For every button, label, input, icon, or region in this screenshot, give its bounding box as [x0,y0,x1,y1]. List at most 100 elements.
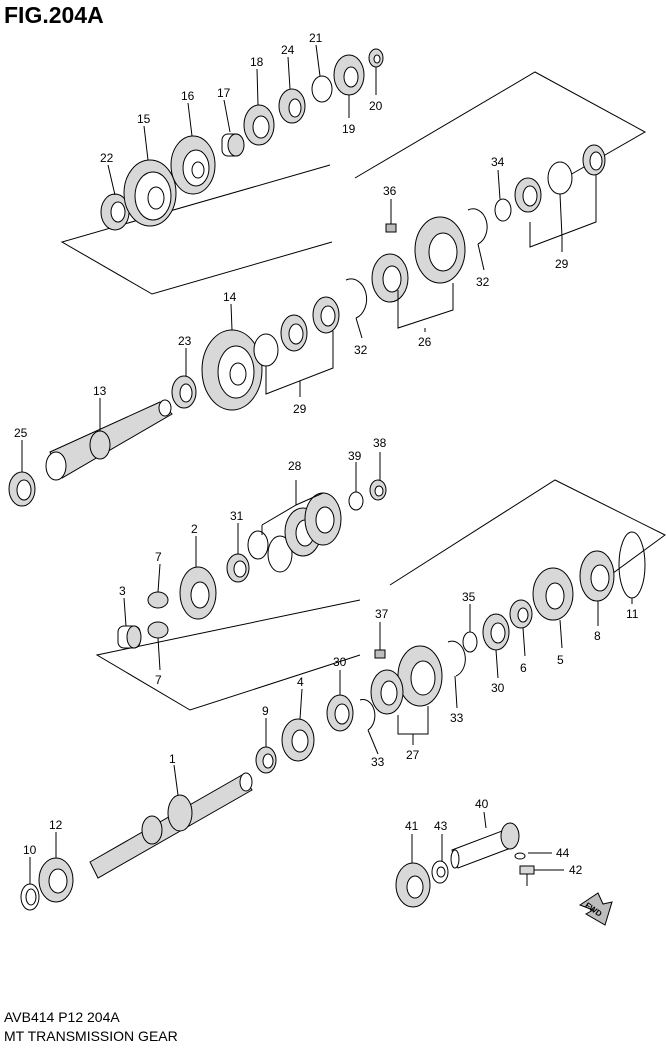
part-4-gear [281,718,315,762]
part-38-nut [369,479,387,501]
part-44-washer [514,852,526,860]
part-label: 43 [434,819,448,833]
part-13-countershaft [45,399,173,481]
part-label: 7 [155,673,162,687]
part-label: 30 [333,655,347,669]
part-31-ring [226,553,250,583]
part-label: 11 [626,607,639,621]
part-23-bearing [171,375,197,409]
part-label: 29 [555,257,569,271]
part-label: 14 [223,290,237,304]
part-9-bearing [255,746,277,774]
part-label: 21 [309,31,323,45]
part-6-bearing [509,599,533,629]
part-22-bearing [100,193,130,231]
part-label: 29 [293,402,307,416]
part-42-bolt [519,865,535,886]
figure-caption: MT TRANSMISSION GEAR [4,1028,178,1044]
part-label: 23 [178,334,192,348]
lower-frame-right [389,479,666,591]
part-label: 16 [181,89,195,103]
part-label: 20 [369,99,383,113]
part-label: 24 [281,43,295,57]
part-17-sleeve [221,133,245,157]
part-label: 7 [155,550,162,564]
part-29-synchro-set-upper [514,144,606,213]
part-25-bearing [8,471,36,507]
part-label: 18 [250,55,264,69]
part-40-idler-shaft [450,822,520,869]
part-label: 8 [594,629,601,643]
part-34-ring [494,198,512,222]
part-43-washer [431,860,449,884]
part-label: 41 [405,819,419,833]
upper-frame [60,164,333,295]
part-33-snap-ring [359,640,466,731]
part-label: 19 [342,122,356,136]
part-1-mainshaft [89,772,253,879]
part-label: 30 [491,681,505,695]
part-label: 39 [348,449,362,463]
figure-title: FIG.204A [4,2,104,28]
part-label: 34 [491,155,505,169]
part-label: 6 [520,661,527,675]
part-label: 10 [23,843,37,857]
part-label: 32 [354,343,368,357]
part-label: 33 [450,711,464,725]
part-41-reverse-idler-gear [395,862,431,908]
part-label: 15 [137,112,151,126]
part-label: 26 [418,335,432,349]
part-5-gear [532,567,574,621]
part-7-needle-bearing [147,591,169,639]
part-label: 37 [375,607,389,621]
part-label: 28 [288,459,302,473]
part-label: 12 [49,818,63,832]
part-12-bearing [38,857,74,903]
leader-lines [21,44,633,884]
part-label: 40 [475,797,489,811]
part-label: 36 [383,184,397,198]
lower-frame [95,599,361,711]
part-label: 17 [217,86,231,100]
part-label: 33 [371,755,385,769]
part-20-nut [368,48,384,68]
part-label: 5 [557,653,564,667]
part-37-key [374,649,386,659]
part-label: 27 [406,748,420,762]
part-36-key [385,223,397,233]
figure-code: AVB414 P12 204A [4,1009,120,1025]
part-label: 1 [169,752,176,766]
part-label: 22 [100,151,114,165]
part-label: 25 [14,426,28,440]
part-39-ring [348,491,364,511]
part-label: 32 [476,275,490,289]
part-label: 4 [297,675,304,689]
part-28-hub-set [247,492,342,573]
fwd-arrow-icon [578,892,613,926]
part-label: 38 [373,436,387,450]
part-label: 35 [462,590,476,604]
part-14-gear [201,329,263,411]
part-label: 13 [93,384,107,398]
part-26-hub-sleeve [371,216,466,303]
part-24-bearing [278,88,306,124]
part-16-gear [170,135,216,195]
part-label: 3 [119,584,126,598]
part-10-ring [20,883,40,911]
part-3-collar [117,625,142,649]
part-18-gear [243,104,275,146]
part-27-hub-sleeve [370,645,443,715]
part-15-gear [123,159,177,227]
part-29-synchro-set-middle [253,296,340,367]
part-label: 31 [230,509,244,523]
part-label: 9 [262,704,269,718]
part-11-snap-ring [618,531,646,599]
part-label: 42 [569,863,583,877]
part-21-ring [311,75,333,103]
part-2-gear [179,566,217,620]
part-label: 2 [191,522,198,536]
part-32-snap-ring [345,208,488,319]
part-19-gear [333,54,365,96]
